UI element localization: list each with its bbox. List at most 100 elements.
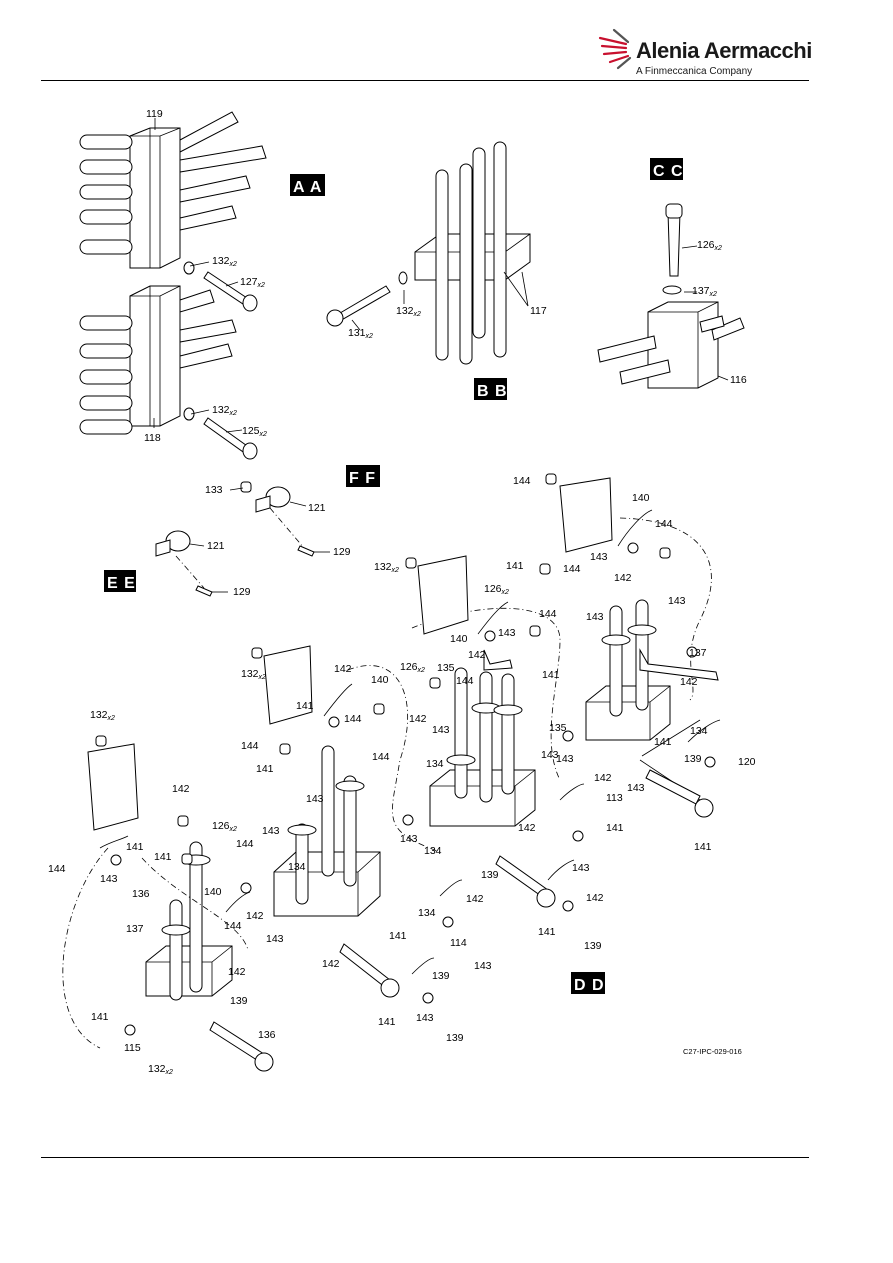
callout-142: 142 <box>468 649 486 661</box>
callout-143: 143 <box>262 825 280 837</box>
callout-141: 141 <box>296 700 314 712</box>
callout-113: 113 <box>606 792 623 804</box>
callout-140: 140 <box>204 886 222 898</box>
view-cc-drawing <box>597 203 745 389</box>
callout-132: 132x2 <box>212 255 237 268</box>
callout-141: 141 <box>126 841 144 853</box>
footer-rule <box>41 1157 809 1158</box>
callout-117: 117 <box>530 305 547 317</box>
svg-text:B B: B B <box>477 383 508 400</box>
callout-143: 143 <box>416 1012 434 1024</box>
callout-140: 140 <box>632 492 650 504</box>
callout-132: 132x2 <box>241 668 266 681</box>
callout-144: 144 <box>655 518 673 530</box>
callout-139: 139 <box>446 1032 464 1044</box>
svg-text:A A: A A <box>293 179 322 196</box>
view-dd-drawing <box>62 473 721 1072</box>
callout-134: 134 <box>424 845 442 857</box>
callout-120: 120 <box>738 756 756 768</box>
callout-134: 134 <box>690 725 708 737</box>
callout-143: 143 <box>668 595 686 607</box>
callout-leaders <box>153 118 729 593</box>
svg-text:E E: E E <box>107 575 136 592</box>
callout-129: 129 <box>233 586 251 598</box>
alenia-aermacchi-logo <box>598 28 632 70</box>
callout-141: 141 <box>606 822 624 834</box>
callout-127: 127x2 <box>240 276 265 289</box>
callout-126: 126x2 <box>212 820 237 833</box>
callout-119: 119 <box>146 108 163 120</box>
view-label-dd: D D <box>571 972 605 994</box>
callout-144: 144 <box>539 608 557 620</box>
callout-143: 143 <box>432 724 450 736</box>
callout-142: 142 <box>409 713 427 725</box>
callout-142: 142 <box>586 892 604 904</box>
callout-132: 132x2 <box>374 561 399 574</box>
callout-133: 133 <box>205 484 223 496</box>
callout-144: 144 <box>513 475 531 487</box>
logo-swoosh-icon <box>598 36 630 64</box>
view-aa-drawing <box>79 111 267 460</box>
callout-142: 142 <box>172 783 190 795</box>
header-rule <box>41 80 809 81</box>
callout-143: 143 <box>541 749 559 761</box>
svg-text:F F: F F <box>349 470 376 487</box>
callout-137: 137 <box>126 923 144 935</box>
callout-142: 142 <box>680 676 698 688</box>
view-label-aa: A A <box>290 174 325 196</box>
callout-143: 143 <box>627 782 645 794</box>
view-bb-drawing <box>326 141 531 365</box>
callout-143: 143 <box>306 793 324 805</box>
callout-143: 143 <box>556 753 574 765</box>
callout-135: 135 <box>437 662 455 674</box>
svg-text:D D: D D <box>574 977 605 994</box>
svg-text:C C: C C <box>653 163 684 180</box>
callout-139: 139 <box>481 869 499 881</box>
callout-143: 143 <box>590 551 608 563</box>
callout-141: 141 <box>378 1016 396 1028</box>
callout-131: 131x2 <box>348 327 373 340</box>
callout-135: 135 <box>549 722 567 734</box>
callout-116: 116 <box>730 374 747 386</box>
callout-144: 144 <box>236 838 254 850</box>
callout-143: 143 <box>572 862 590 874</box>
callout-141: 141 <box>538 926 556 938</box>
callout-121: 121 <box>308 502 326 514</box>
view-label-ee: E E <box>104 570 136 592</box>
callout-142: 142 <box>518 822 536 834</box>
callout-137: 137x2 <box>692 285 717 298</box>
callout-139: 139 <box>684 753 702 765</box>
callout-144: 144 <box>372 751 390 763</box>
callout-137: 137 <box>689 647 707 659</box>
callout-144: 144 <box>456 675 474 687</box>
callout-142: 142 <box>466 893 484 905</box>
view-label-bb: B B <box>474 378 508 400</box>
callout-141: 141 <box>506 560 524 572</box>
callout-126: 126x2 <box>400 661 425 674</box>
callout-139: 139 <box>230 995 248 1007</box>
callout-143: 143 <box>400 833 418 845</box>
callout-132: 132x2 <box>396 305 421 318</box>
callout-142: 142 <box>594 772 612 784</box>
callout-126: 126x2 <box>697 239 722 252</box>
callout-140: 140 <box>450 633 468 645</box>
callout-143: 143 <box>586 611 604 623</box>
callout-129: 129 <box>333 546 351 558</box>
callout-144: 144 <box>241 740 259 752</box>
view-label-ff: F F <box>346 465 380 487</box>
callout-142: 142 <box>334 663 352 675</box>
callout-143: 143 <box>498 627 516 639</box>
callout-144: 144 <box>344 713 362 725</box>
callout-139: 139 <box>432 970 450 982</box>
brand-name: Alenia Aermacchi <box>636 38 812 63</box>
callout-143: 143 <box>266 933 284 945</box>
callout-142: 142 <box>246 910 264 922</box>
view-ee-ff-drawing <box>155 481 315 597</box>
callout-121: 121 <box>207 540 225 552</box>
callout-142: 142 <box>322 958 340 970</box>
callout-134: 134 <box>418 907 436 919</box>
callout-142: 142 <box>614 572 632 584</box>
view-labels: A A B B C C D D E E F F <box>104 158 684 994</box>
